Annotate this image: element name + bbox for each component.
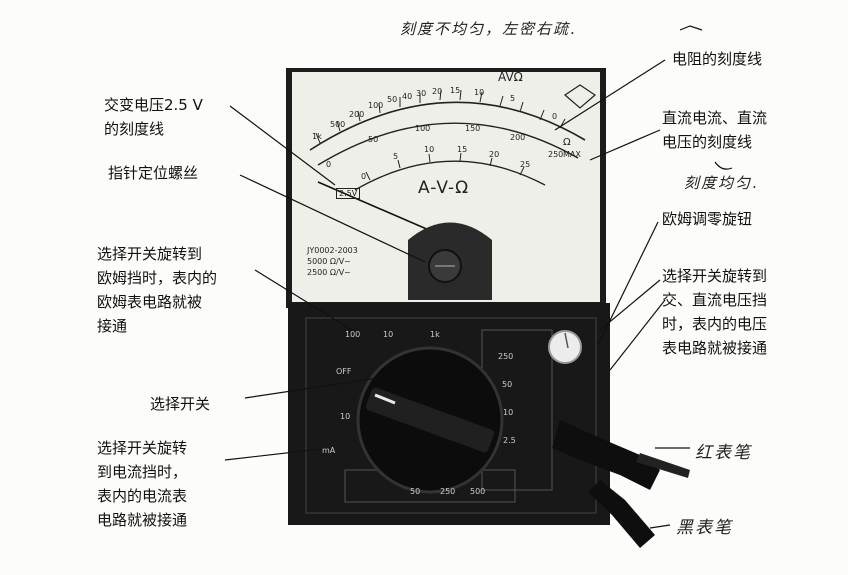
black-probe-label: 黑表笔 [676,513,733,538]
ohm-mode-label-2: 欧姆挡时，表内的 [97,267,217,289]
leader-voltage-b [610,300,665,370]
ohm-mode-label-1: 选择开关旋转到 [97,243,202,265]
current-mode-label-1: 选择开关旋转 [97,437,187,459]
ac-scale-label-2: 的刻度线 [104,118,164,140]
leader-ohm-knob [598,222,658,345]
ohm-zero-knob-label: 欧姆调零旋钮 [662,208,752,230]
dc-arrow-icon [715,162,732,169]
top-arrow-icon [680,26,702,30]
dc-scale-label-2: 电压的刻度线 [662,131,752,153]
selector-switch-label: 选择开关 [150,393,210,415]
voltage-mode-label-1: 选择开关旋转到 [662,265,767,287]
voltage-mode-label-4: 表电路就被接通 [662,337,767,359]
pointer-screw-label: 指针定位螺丝 [108,162,198,184]
dc-scale-label-1: 直流电流、直流 [662,107,767,129]
voltage-mode-label-2: 交、直流电压挡 [662,289,767,311]
ac-scale-label-1: 交变电压2.5 V [104,94,203,116]
voltage-mode-label-3: 时，表内的电压 [662,313,767,335]
dc-handwritten-note: 刻度均匀. [684,172,759,193]
leader-black [650,525,670,528]
ohm-mode-label-4: 接通 [97,315,127,337]
ohm-mode-label-3: 欧姆表电路就被 [97,291,202,313]
current-mode-label-4: 电路就被接通 [97,509,187,531]
current-mode-label-2: 到电流挡时， [97,461,187,483]
top-handwritten-note: 刻度不均匀，左密右疏. [400,18,577,39]
resistance-scale-label: 电阻的刻度线 [672,48,762,70]
red-probe-label: 红表笔 [695,438,752,463]
current-mode-label-3: 表内的电流表 [97,485,187,507]
